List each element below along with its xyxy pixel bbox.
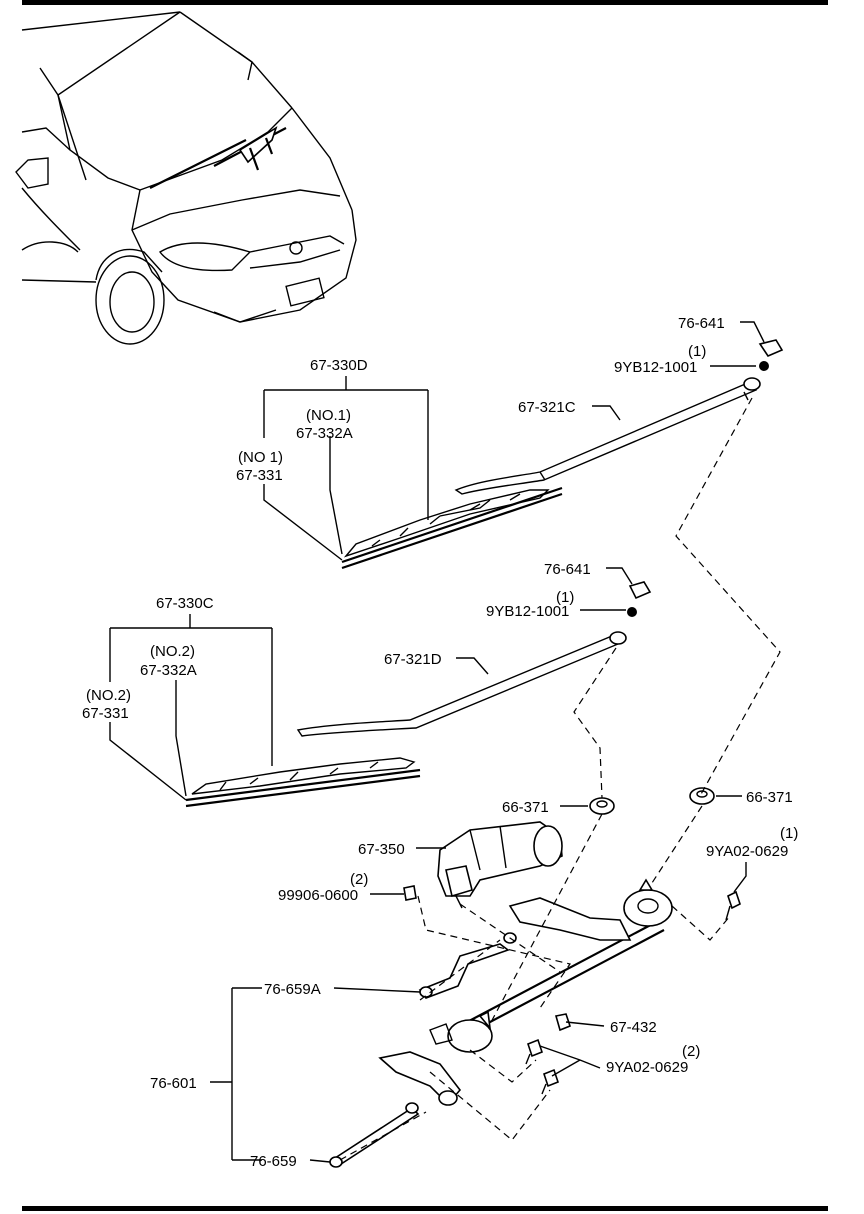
bolt-67-432 (554, 1013, 571, 1032)
callout-67-330c: 67-330C (156, 595, 214, 612)
wiper-motor (437, 821, 563, 909)
callout-76-601: 76-601 (150, 1075, 197, 1092)
callout-67-321c: 67-321C (518, 399, 576, 416)
callout-67-331-lower: 67-331 (82, 705, 129, 722)
callout-67-330d: 67-330D (310, 357, 368, 374)
callout-67-332a-lower: 67-332A (140, 662, 197, 679)
bolt-9ya02-right (725, 890, 741, 921)
callout-no1-blade-rubber: (NO.1) (306, 407, 351, 424)
callout-qty-lower-nut: (1) (556, 589, 574, 606)
callout-76-659: 76-659 (250, 1153, 297, 1170)
bottom-border-bar (22, 1206, 828, 1211)
callout-no1-blade: (NO 1) (238, 449, 283, 466)
callout-66-371-right: 66-371 (746, 789, 793, 806)
callout-67-331-upper: 67-331 (236, 467, 283, 484)
callout-qty-upper-nut: (1) (688, 343, 706, 360)
wiper-linkage (329, 878, 673, 1168)
assembly-dashed-lines (339, 397, 781, 1161)
upper-wiper-arm (454, 377, 761, 495)
callout-67-332a-upper: 67-332A (296, 425, 353, 442)
vehicle-illustration (15, 11, 357, 345)
callout-qty-lower-bolts: (2) (682, 1043, 700, 1060)
callout-76-641-lower: 76-641 (544, 561, 591, 578)
callout-66-371-left: 66-371 (502, 799, 549, 816)
callout-9yb12-lower: 9YB12-1001 (486, 603, 569, 620)
callout-no2-blade-rubber: (NO.2) (150, 643, 195, 660)
callout-9ya02-lower: 9YA02-0629 (606, 1059, 688, 1076)
callout-no2-blade: (NO.2) (86, 687, 131, 704)
callout-67-432: 67-432 (610, 1019, 657, 1036)
callout-9ya02-right: 9YA02-0629 (706, 843, 788, 860)
callout-76-659a: 76-659A (264, 981, 321, 998)
bolt-9ya02-lower (525, 1038, 559, 1095)
lower-cap-nut (627, 581, 652, 617)
pivot-cap-left (589, 797, 615, 815)
callout-99906-0600: 99906-0600 (278, 887, 358, 904)
part-callouts: 76-641 (1) 9YB12-1001 67-321C 67-330D (N… (82, 315, 798, 1170)
upper-wiper-blade (341, 486, 563, 570)
callout-qty-99906: (2) (350, 871, 368, 888)
callout-76-641-upper: 76-641 (678, 315, 725, 332)
pivot-cap-right (689, 787, 715, 805)
upper-cap-nut (758, 339, 784, 371)
lower-wiper-blade (185, 757, 421, 808)
callout-9yb12-upper: 9YB12-1001 (614, 359, 697, 376)
nut-99906 (403, 885, 417, 901)
callout-67-350: 67-350 (358, 841, 405, 858)
callout-67-321d: 67-321D (384, 651, 442, 668)
lower-wiper-arm (296, 631, 627, 737)
top-border-bar (22, 0, 828, 5)
callout-qty-right-bolt: (1) (780, 825, 798, 842)
leader-lines (109, 321, 765, 1163)
